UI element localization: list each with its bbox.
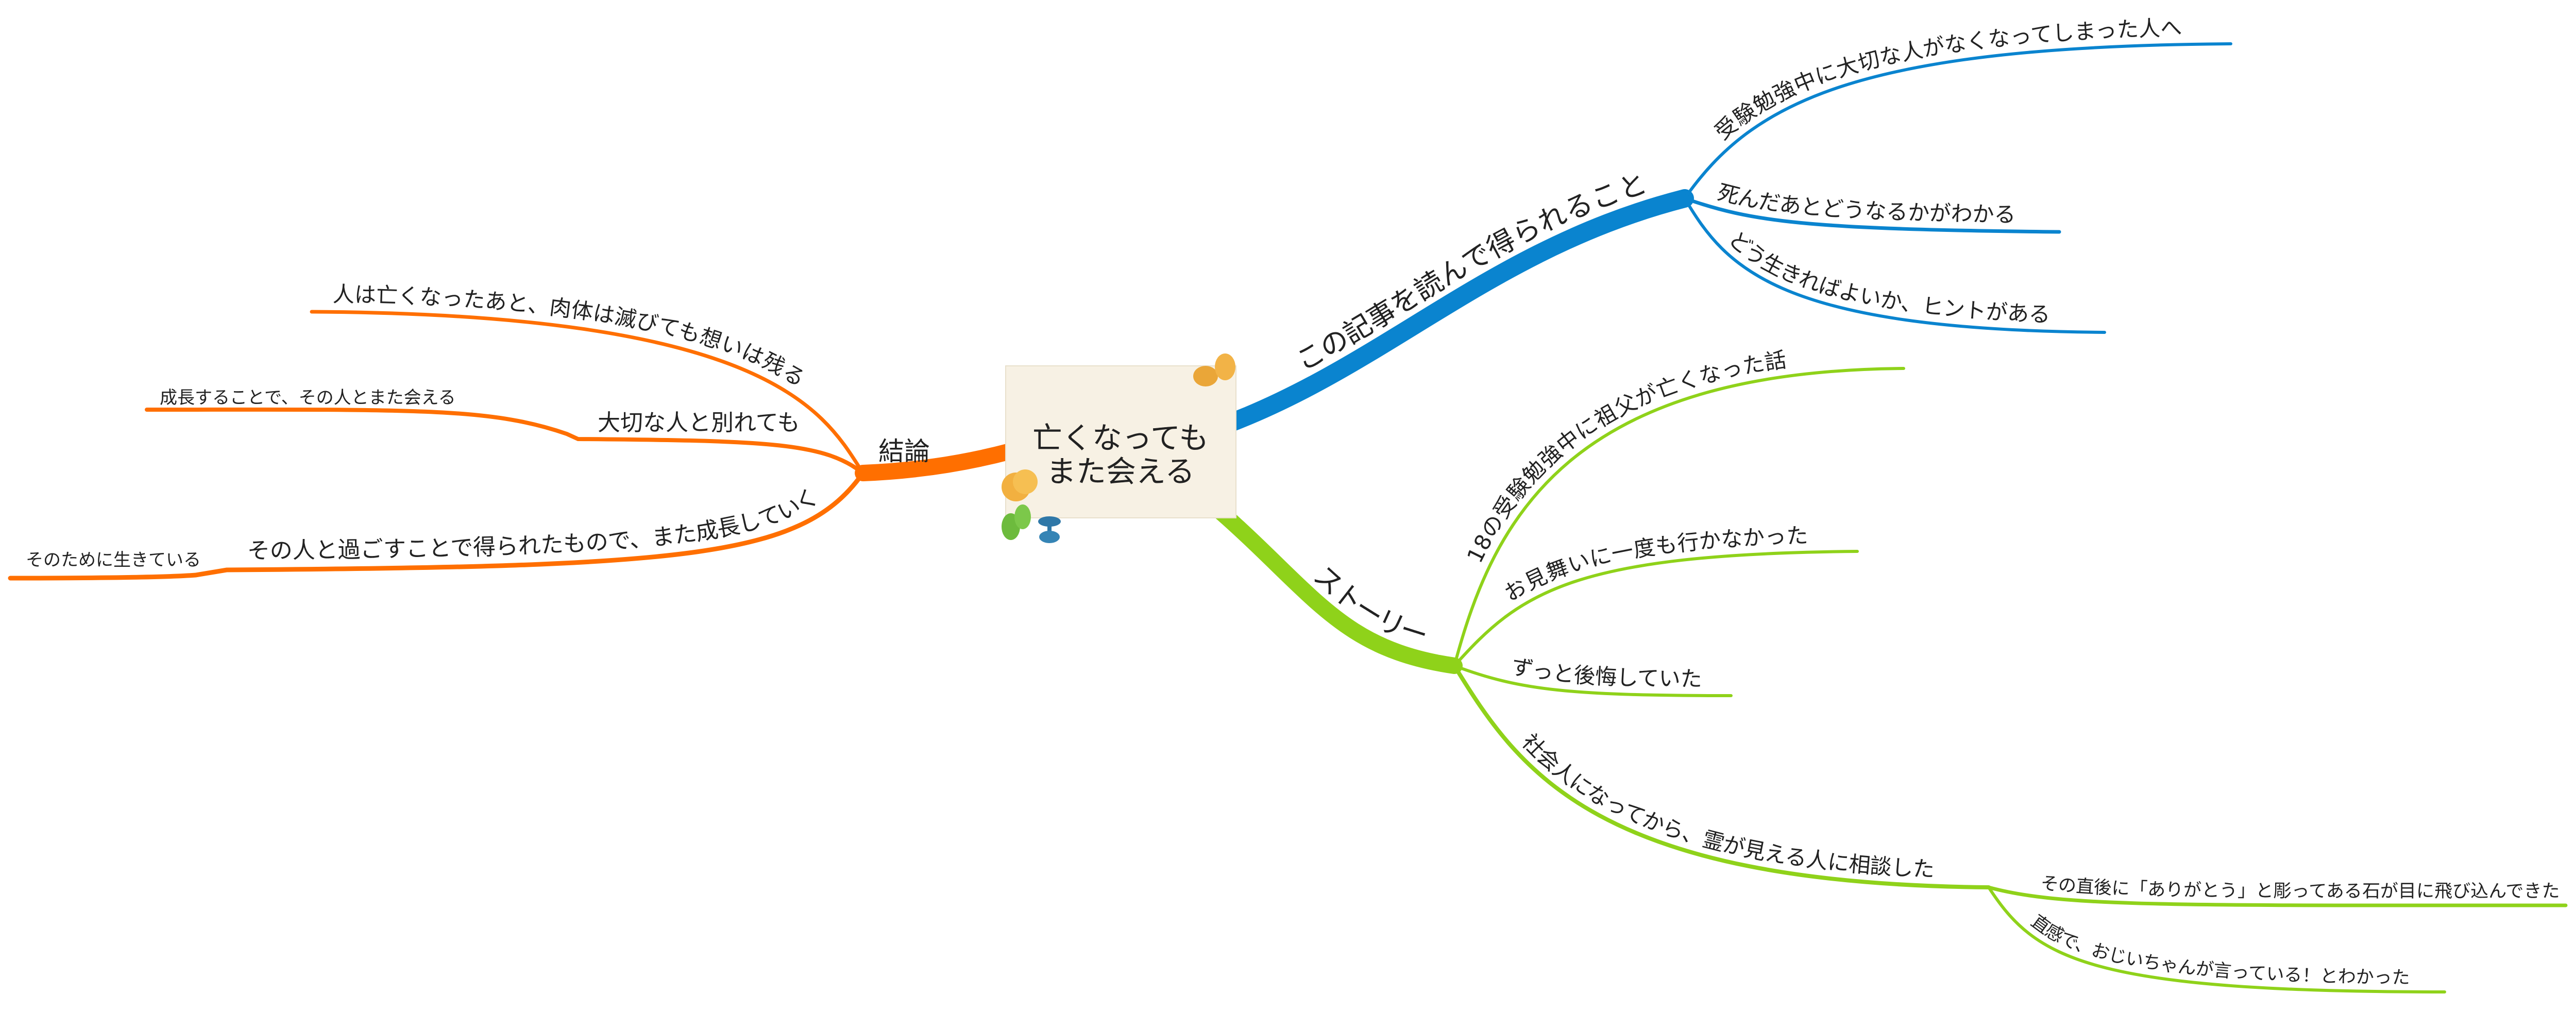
node-orange-1[interactable]: 人は亡くなったあと、肉体は滅びても想いは残る bbox=[332, 281, 809, 392]
node-orange-2-1[interactable]: 成長することで、その人とまた会える bbox=[160, 387, 456, 408]
node-green-3[interactable]: ずっと後悔していた bbox=[1510, 653, 1702, 692]
node-green-4-1[interactable]: その直後に「ありがとう」と彫ってある石が目に飛び込んできた bbox=[2040, 873, 2560, 902]
node-blue-2[interactable]: 死んだあとどうなるかがわかる bbox=[1715, 179, 2016, 227]
node-blue-1[interactable]: 受験勉強中に大切な人がなくなってしまった人へ bbox=[1710, 15, 2182, 145]
central-topic-line2: また会える bbox=[1046, 454, 1195, 489]
central-topic-line1: 亡くなっても bbox=[1032, 420, 1209, 456]
branch-green[interactable]: ストーリー 18の受験勉強中に祖父が亡くなった話 お見舞いに一度も行かなかった … bbox=[1216, 347, 2566, 992]
branch-label-orange[interactable]: 結論 bbox=[878, 436, 930, 466]
node-green-4-2[interactable]: 直感で、おじいちゃんが言っている！とわかった bbox=[2027, 911, 2410, 988]
central-topic[interactable]: 亡くなっても また会える bbox=[1002, 353, 1236, 543]
node-orange-2[interactable]: 大切な人と別れても bbox=[598, 410, 800, 436]
pushpin-icon bbox=[1038, 516, 1061, 543]
branch-label-blue[interactable]: この記事を読んで得られること bbox=[1291, 167, 1651, 378]
pushpin-icon bbox=[1002, 469, 1038, 501]
node-orange-3-1[interactable]: そのために生きている bbox=[26, 550, 201, 570]
node-orange-3[interactable]: その人と過ごすことで得られたもので、また成長していく bbox=[247, 483, 824, 564]
node-blue-3[interactable]: どう生きればよいか、ヒントがある bbox=[1724, 226, 2051, 327]
pushpin-icon bbox=[1002, 504, 1031, 540]
pushpin-icon bbox=[1193, 353, 1235, 386]
branch-orange[interactable]: 結論 人は亡くなったあと、肉体は滅びても想いは残る 大切な人と別れても 成長する… bbox=[8, 281, 1018, 581]
